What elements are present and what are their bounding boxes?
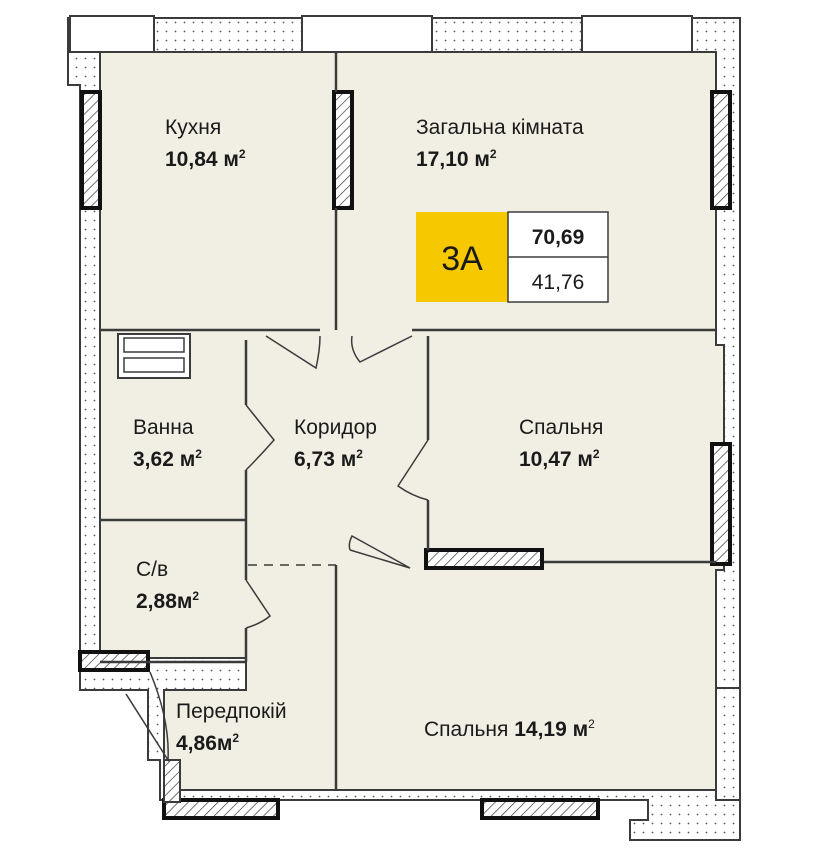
room-labels: Кухня 10,84 м2 Загальна кімната 17,10 м2… xyxy=(133,116,603,755)
wc-area: 2,88м2 xyxy=(136,589,199,613)
hallway-label: Передпокій xyxy=(176,700,287,723)
bathroom-label: Ванна xyxy=(133,416,194,439)
bathroom-area: 3,62 м2 xyxy=(133,447,202,471)
corridor-area: 6,73 м2 xyxy=(294,447,363,471)
wc-label: С/в xyxy=(136,558,168,581)
bedroom-2-label: Спальня 14,19 м2 xyxy=(424,717,595,741)
ventilation-shafts xyxy=(117,333,191,379)
total-area: 70,69 xyxy=(532,226,585,249)
apartment-code-box xyxy=(416,212,508,302)
hallway-area: 4,86м2 xyxy=(176,731,239,755)
corridor-label: Коридор xyxy=(294,416,377,439)
bedroom-1-label: Спальня xyxy=(519,416,603,439)
kitchen-area: 10,84 м2 xyxy=(165,147,246,171)
apartment-code: 3А xyxy=(441,240,483,278)
living-room-area: 17,10 м2 xyxy=(416,147,497,171)
apartment-badge: 3А 70,69 41,76 xyxy=(416,211,609,303)
living-room-label: Загальна кімната xyxy=(416,116,584,139)
windows xyxy=(69,15,741,820)
kitchen-label: Кухня xyxy=(165,116,221,139)
door-swings xyxy=(125,335,429,763)
bedroom-1-area: 10,47 м2 xyxy=(519,447,600,471)
interior-walls xyxy=(100,52,716,790)
living-area: 41,76 xyxy=(532,271,585,294)
